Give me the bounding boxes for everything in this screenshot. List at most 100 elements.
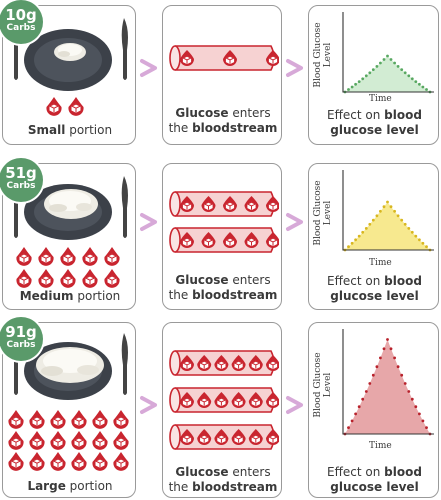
curve-point	[357, 234, 361, 238]
curve-point	[410, 230, 414, 234]
glucose-cube-icon	[233, 397, 244, 407]
glucose-cube-icon	[115, 437, 127, 447]
curve-point	[350, 419, 354, 423]
glucose-graph-panel: Blood Glucose Level Time Effect on blood…	[308, 5, 439, 145]
glucose-cube-icon	[10, 416, 22, 426]
bloodstream-panel: Glucose enters the bloodstream	[162, 163, 282, 310]
graph-caption: Effect on blood glucose level	[309, 465, 440, 495]
glucose-drop-icon	[38, 269, 54, 288]
curve-point	[389, 347, 393, 351]
glucose-level-text: glucose level	[330, 289, 419, 303]
curve-point	[375, 214, 379, 218]
curve-point	[418, 412, 421, 416]
glucose-cube-icon	[94, 416, 106, 426]
the-word: the	[168, 480, 189, 494]
glucose-cube-icon	[73, 416, 85, 426]
curve-point	[414, 80, 418, 83]
glucose-drop-icon	[71, 410, 87, 429]
curve-point	[407, 390, 411, 393]
glucose-drop-icon	[104, 269, 120, 288]
curve-point	[396, 214, 400, 218]
glucose-drop-icon	[50, 431, 66, 450]
glucose-cube-icon	[182, 434, 192, 444]
glucose-cube-icon	[246, 201, 257, 211]
blood-word: blood	[384, 108, 422, 122]
glucose-level-text: glucose level	[330, 123, 419, 137]
glucose-drop-icon	[71, 431, 87, 450]
portion-size: Medium	[19, 289, 74, 303]
glucose-curve-chart	[342, 329, 434, 436]
glucose-cube-icon	[62, 253, 74, 263]
curve-point	[368, 71, 372, 75]
y-axis-label: Blood Glucose Level	[313, 335, 333, 435]
blood-word: blood	[384, 465, 422, 479]
curve-point	[357, 80, 361, 83]
glucose-drop-icon	[16, 247, 32, 266]
glucose-cube-icon	[216, 397, 227, 407]
graph-caption: Effect on blood glucose level	[309, 108, 440, 138]
curve-area	[345, 202, 430, 250]
glucose-cube-icon	[216, 360, 227, 370]
curve-point	[368, 222, 372, 226]
glucose-cube-icon	[233, 434, 244, 444]
glucose-cube-icon	[73, 458, 85, 468]
glucose-cube-icon	[52, 458, 64, 468]
bloodstream-caption: Glucose enters the bloodstream	[163, 465, 283, 495]
glucose-cube-icon	[48, 103, 60, 113]
glucose-drop-icon	[46, 97, 62, 116]
glucose-cube-icon	[182, 201, 192, 211]
portion-word: portion	[77, 289, 121, 303]
curve-point	[403, 222, 407, 226]
glucose-cube-icon	[10, 437, 22, 447]
curve-point	[393, 356, 396, 360]
curve-point	[368, 382, 372, 385]
small-portion-panel: 10g Carbs Small portion	[0, 0, 136, 145]
glucose-drop-icon	[82, 247, 98, 266]
the-word: the	[168, 288, 189, 302]
carb-unit: Carbs	[6, 23, 36, 33]
curve-point	[371, 373, 375, 377]
glucose-cube-icon	[268, 434, 278, 444]
glucose-cube-icon	[233, 360, 244, 370]
arrow-right-icon	[140, 213, 157, 231]
glucose-cube-icon	[31, 458, 43, 468]
curve-point	[354, 238, 357, 242]
glucose-cube-icon	[268, 201, 278, 211]
glucose-drop-icon	[113, 410, 129, 429]
glucose-curve-chart	[342, 12, 434, 94]
blood-vessel-icon	[169, 424, 279, 450]
graph-axes	[342, 12, 434, 93]
glucose-drop-icon	[60, 247, 76, 266]
glucose-cube-icon	[182, 55, 192, 65]
curve-point	[347, 88, 350, 91]
glucose-cube-icon	[18, 253, 30, 263]
glucose-cube-icon	[10, 458, 22, 468]
glucose-drop-icon	[92, 431, 108, 450]
portion-size: Small	[27, 123, 66, 137]
curve-point	[418, 238, 421, 242]
curve-point	[364, 74, 368, 78]
curve-point	[407, 227, 411, 230]
glucose-drop-icon	[8, 452, 24, 471]
glucose-cube-icon	[106, 253, 118, 263]
curve-area	[345, 56, 430, 92]
glucose-graph-panel: Blood Glucose Level Time Effect on blood…	[308, 163, 439, 310]
rice-icon	[36, 347, 104, 383]
glucose-cube-icon	[115, 416, 127, 426]
curve-point	[414, 405, 418, 409]
portion-word: portion	[69, 123, 113, 137]
glucose-cube-icon	[182, 360, 192, 370]
glucose-cube-icon	[52, 437, 64, 447]
curve-point	[350, 85, 354, 89]
glucose-cube-icon	[40, 253, 52, 263]
glucose-cube-icon	[268, 237, 278, 247]
curve-point	[364, 390, 368, 393]
glucose-drop-icon	[60, 269, 76, 288]
curve-point	[379, 61, 382, 65]
glucose-cube-icon	[250, 397, 261, 407]
glucose-cube-icon	[199, 434, 210, 444]
glucose-cube-icon	[31, 416, 43, 426]
arrow-right-icon	[286, 213, 303, 231]
curve-point	[386, 200, 389, 204]
curve-point	[375, 365, 379, 369]
